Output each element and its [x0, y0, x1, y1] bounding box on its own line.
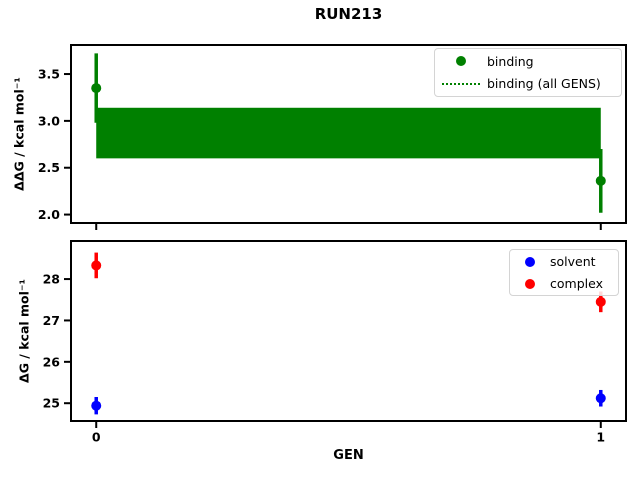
complex-point-0	[91, 260, 102, 271]
legend-item-complex: complex	[510, 273, 618, 294]
legend-label: binding (all GENS)	[487, 76, 601, 92]
binding-marker-icon	[435, 56, 487, 67]
x-tick-label: 1	[596, 430, 605, 445]
series-binding	[91, 53, 606, 213]
legend-item-binding: binding	[435, 51, 621, 72]
top-legend: binding binding (all GENS)	[434, 48, 622, 97]
x-tick-label: 0	[92, 430, 101, 445]
figure-title: RUN213	[314, 5, 383, 23]
legend-label: solvent	[550, 254, 596, 269]
y-tick-label: 27	[43, 313, 60, 328]
bottom-y-axis-label: ΔG / kcal mol⁻¹	[16, 279, 32, 383]
legend-label: complex	[550, 276, 603, 291]
axes-frame	[70, 44, 627, 224]
complex-marker-icon	[510, 278, 550, 289]
dotted-line-icon	[435, 82, 487, 85]
binding-point-1	[595, 175, 606, 186]
axes-frame	[70, 240, 627, 422]
ddg-binding-subplot: 2.0 2.5 3.0 3.5	[38, 44, 627, 230]
series-solvent	[91, 389, 606, 415]
solvent-marker-icon	[510, 256, 550, 267]
legend-item-solvent: solvent	[510, 251, 618, 272]
complex-point-1	[595, 296, 606, 307]
binding-point-0	[91, 83, 102, 94]
y-tick-label: 25	[43, 396, 60, 411]
y-tick-label: 2.5	[38, 160, 60, 175]
y-tick-label: 28	[43, 272, 60, 287]
legend-label: binding	[487, 53, 534, 69]
dg-subplot: 25 26 27 28 0 1	[43, 240, 627, 445]
confidence-band	[96, 107, 601, 159]
solvent-point-0	[91, 400, 102, 411]
y-tick-label: 26	[43, 354, 61, 369]
x-axis-label: GEN	[333, 448, 364, 463]
y-tick-label: 3.5	[38, 67, 60, 82]
legend-item-binding-all-gens: binding (all GENS)	[435, 73, 621, 94]
y-tick-label: 2.0	[38, 207, 60, 222]
solvent-point-1	[595, 393, 606, 404]
bottom-legend: solvent complex	[509, 249, 619, 296]
top-y-axis-label: ΔΔG / kcal mol⁻¹	[11, 77, 27, 191]
y-tick-label: 3.0	[38, 113, 60, 128]
